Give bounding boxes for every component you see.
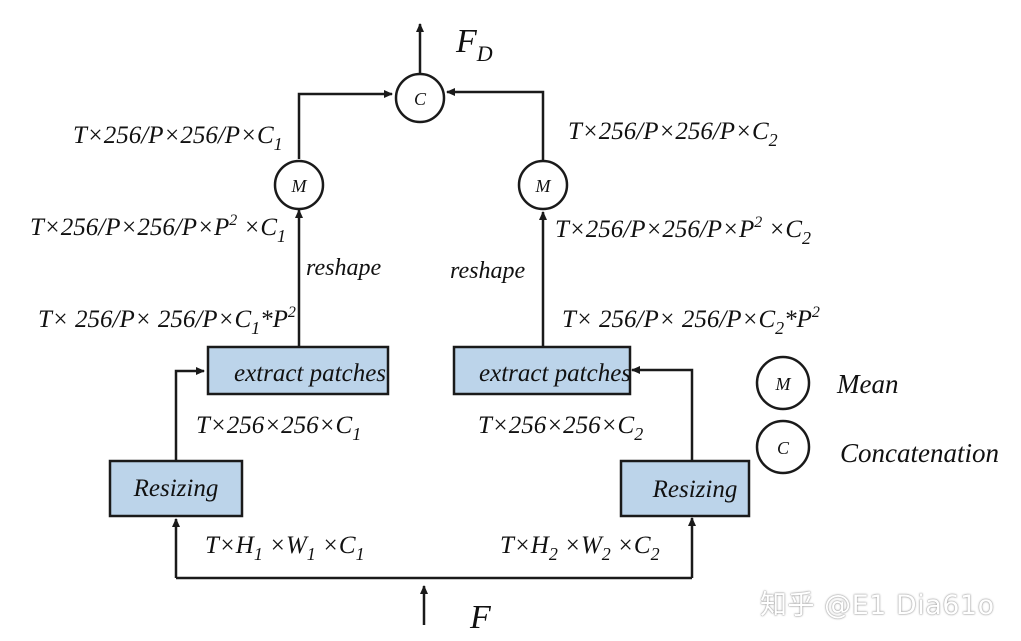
right-dim-input: T×H2 ×W2 ×C2 [500, 532, 660, 564]
right-extract-label: extract patches [479, 360, 631, 387]
right-mean-to-concat-arrow [446, 88, 545, 161]
right-dim-top: T×256/P×256/P×C2 [568, 118, 778, 150]
left-dim-resized: T×256×256×C1 [196, 412, 361, 444]
left-dim-input: T×H1 ×W1 ×C1 [205, 532, 365, 564]
legend-mean-circle [755, 355, 811, 411]
right-resize-to-extract-arrow [631, 366, 694, 461]
right-mean-node [517, 159, 569, 211]
legend-concat-circle [755, 419, 811, 475]
input-label: F [469, 599, 492, 636]
left-dim-patches: T× 256/P× 256/P×C1*P2 [38, 304, 296, 338]
right-mean-symbol: M [535, 176, 552, 196]
legend-concat-symbol: C [777, 438, 790, 458]
watermark: 知乎 @E1 Dia61o [760, 590, 995, 621]
left-mean-node [273, 159, 325, 211]
left-dim-reshaped: T×256/P×256/P×P2 ×C1 [30, 212, 286, 246]
left-extract-label: extract patches [234, 360, 386, 387]
right-dim-resized: T×256×256×C2 [478, 412, 643, 444]
right-resizing-box [619, 459, 751, 518]
left-resize-to-extract-arrow [174, 367, 205, 461]
left-extract-patches-box [206, 345, 390, 396]
right-extract-patches-box [452, 345, 632, 396]
legend-mean-symbol: M [775, 374, 792, 394]
right-resizing-label: Resizing [652, 476, 738, 503]
right-reshape-label: reshape [450, 258, 525, 284]
concat-node [394, 72, 446, 124]
output-label: FD [455, 23, 493, 66]
left-dim-top: T×256/P×256/P×C1 [73, 122, 283, 154]
left-resizing-box [108, 459, 244, 518]
left-resizing-label: Resizing [133, 475, 219, 502]
connectors [172, 23, 696, 625]
left-reshape-label: reshape [306, 255, 381, 281]
legend-mean-label: Mean [836, 369, 898, 399]
right-dim-reshaped: T×256/P×256/P×P2 ×C2 [555, 214, 811, 248]
legend-concat-label: Concatenation [840, 438, 999, 468]
left-mean-to-concat-arrow [297, 90, 393, 159]
left-mean-symbol: M [291, 176, 308, 196]
concat-symbol: C [414, 89, 427, 109]
right-dim-patches: T× 256/P× 256/P×C2*P2 [562, 304, 820, 338]
